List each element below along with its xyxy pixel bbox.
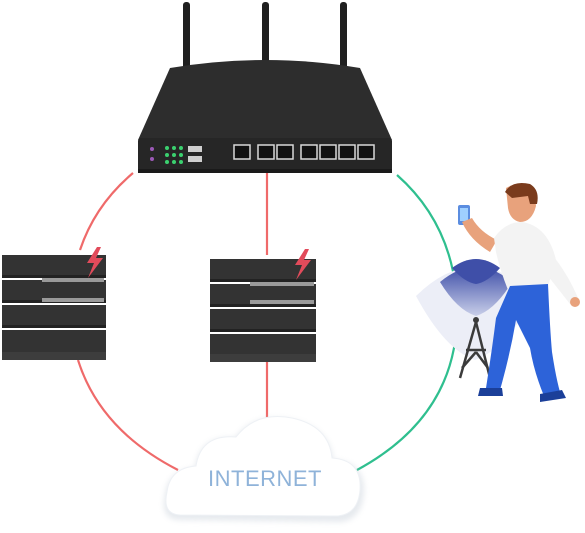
router-icon bbox=[138, 2, 392, 173]
server-rack-middle-icon bbox=[210, 249, 316, 362]
cloud-label: INTERNET bbox=[208, 466, 322, 491]
bolt-icon bbox=[295, 249, 311, 280]
bolt-icon bbox=[87, 247, 103, 278]
server-rack-left-icon bbox=[2, 247, 106, 360]
person-with-phone-icon bbox=[458, 183, 580, 402]
link-left-server-cloud bbox=[76, 359, 179, 471]
cloud-icon bbox=[164, 416, 365, 522]
link-router-left-server bbox=[78, 172, 134, 251]
